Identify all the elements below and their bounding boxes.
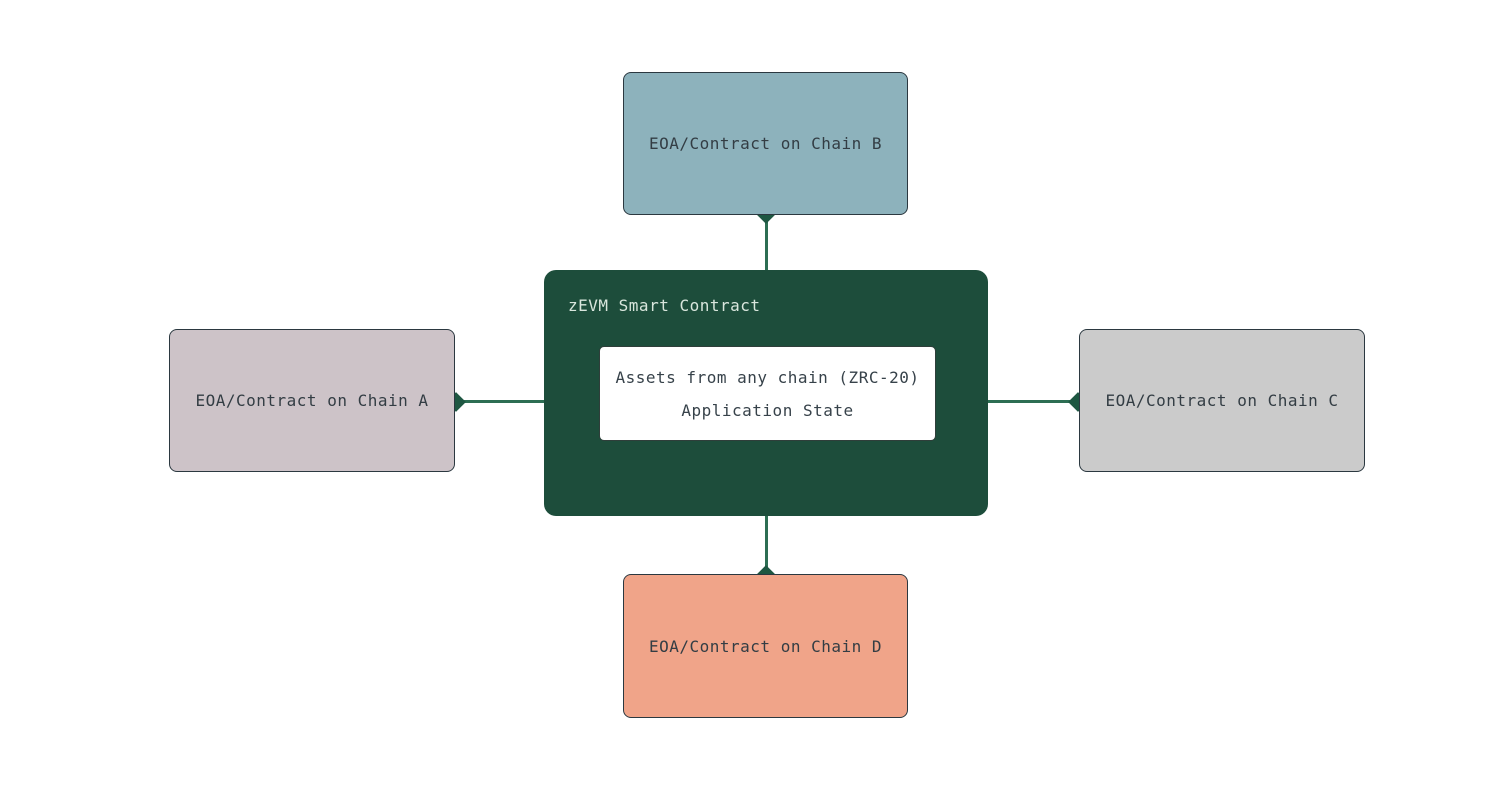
node-chain-d-label: EOA/Contract on Chain D — [648, 636, 883, 656]
zevm-inner-line-assets: Assets from any chain (ZRC-20) — [615, 367, 920, 387]
node-chain-b-label: EOA/Contract on Chain B — [648, 134, 883, 153]
zevm-inner-box: Assets from any chain (ZRC-20) Applicati… — [599, 346, 936, 441]
node-chain-c-label: EOA/Contract on Chain C — [1105, 391, 1339, 410]
node-zevm-smart-contract: zEVM Smart Contract Assets from any chai… — [544, 270, 988, 516]
node-chain-b: EOA/Contract on Chain B — [623, 72, 908, 215]
node-chain-c: EOA/Contract on Chain C — [1079, 329, 1365, 472]
zevm-inner-line-state: Application State — [681, 400, 854, 420]
node-chain-a-label: EOA/Contract on Chain A — [195, 391, 429, 410]
node-chain-d: EOA/Contract on Chain D — [623, 574, 908, 718]
connector-center-to-chain-b — [765, 214, 768, 270]
node-chain-a: EOA/Contract on Chain A — [169, 329, 455, 472]
zevm-title: zEVM Smart Contract — [568, 296, 761, 315]
connector-center-to-chain-d — [765, 516, 768, 575]
connector-center-to-chain-c — [988, 400, 1079, 403]
connector-center-to-chain-a — [455, 400, 544, 403]
